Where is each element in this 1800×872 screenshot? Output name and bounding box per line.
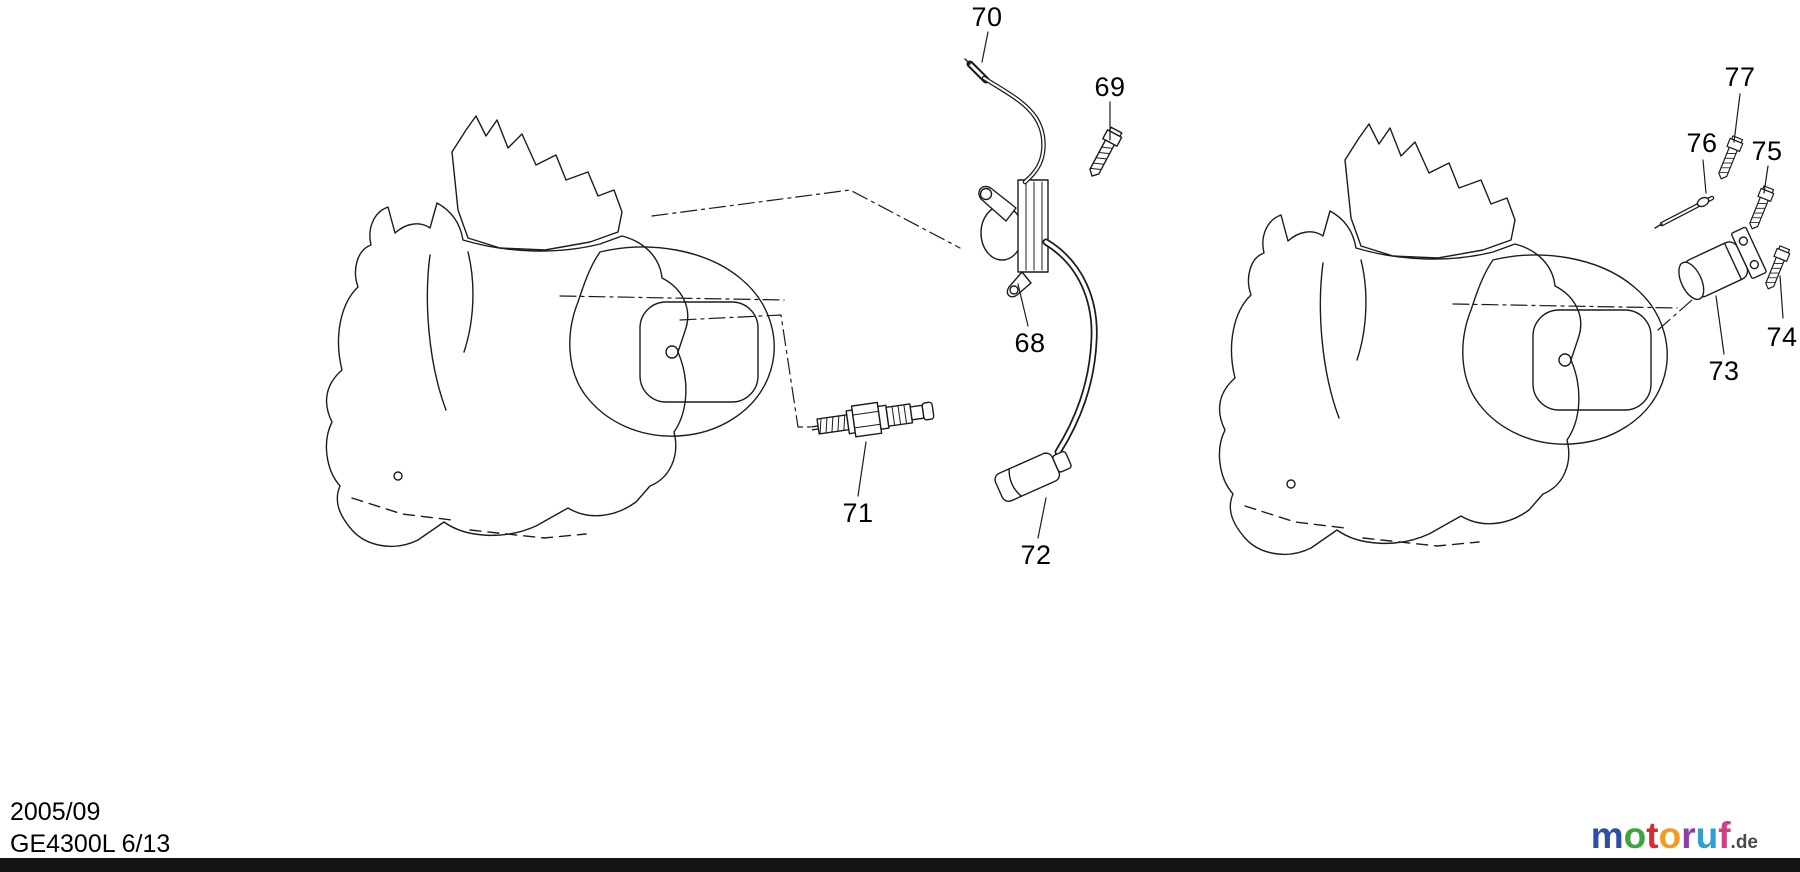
footer-model: GE4300L 6/13: [10, 830, 171, 858]
bolt-69-drawing: [1084, 125, 1125, 181]
logo-letter-m: m: [1590, 815, 1624, 856]
part-label-74: 74: [1766, 322, 1798, 352]
part-label-77: 77: [1724, 62, 1756, 92]
logo-letter-f: f: [1718, 815, 1731, 856]
bolt-75-drawing: [1745, 184, 1776, 232]
spark-plug-cord-drawing: [1042, 238, 1098, 456]
logo-letter-o2: o: [1658, 815, 1682, 856]
part-label-76: 76: [1686, 128, 1718, 158]
logo-letter-o1: o: [1623, 815, 1647, 856]
logo-letter-u: u: [1695, 815, 1719, 856]
oil-switch-drawing: [1678, 226, 1767, 301]
ignition-coil-drawing: [978, 179, 1049, 298]
logo-letter-t: t: [1646, 815, 1659, 856]
bottom-bar: [0, 858, 1800, 872]
part-label-71: 71: [842, 498, 874, 528]
part-label-73: 73: [1708, 356, 1740, 386]
footer-date: 2005/09: [10, 798, 101, 826]
engine-outline-right: [1218, 123, 1678, 556]
bolt-77-drawing: [1714, 134, 1745, 182]
spark-plug-drawing: [811, 401, 935, 438]
part-label-72: 72: [1020, 540, 1052, 570]
logo-letter-r: r: [1681, 815, 1696, 856]
kill-wire-drawing: [964, 58, 1046, 185]
stud-76-drawing: [1654, 195, 1715, 229]
leader-lines: [857, 31, 1784, 539]
bolt-74-drawing: [1761, 244, 1792, 292]
part-label-69: 69: [1094, 72, 1126, 102]
part-label-68: 68: [1014, 328, 1046, 358]
motoruf-logo[interactable]: motoruf.de: [1591, 817, 1758, 854]
connector-lines: [651, 189, 1693, 428]
engine-outline-left: [325, 115, 785, 548]
part-label-75: 75: [1751, 136, 1783, 166]
part-label-70: 70: [971, 2, 1003, 32]
spark-plug-cap-drawing: [994, 450, 1072, 502]
logo-suffix: .de: [1730, 832, 1758, 853]
